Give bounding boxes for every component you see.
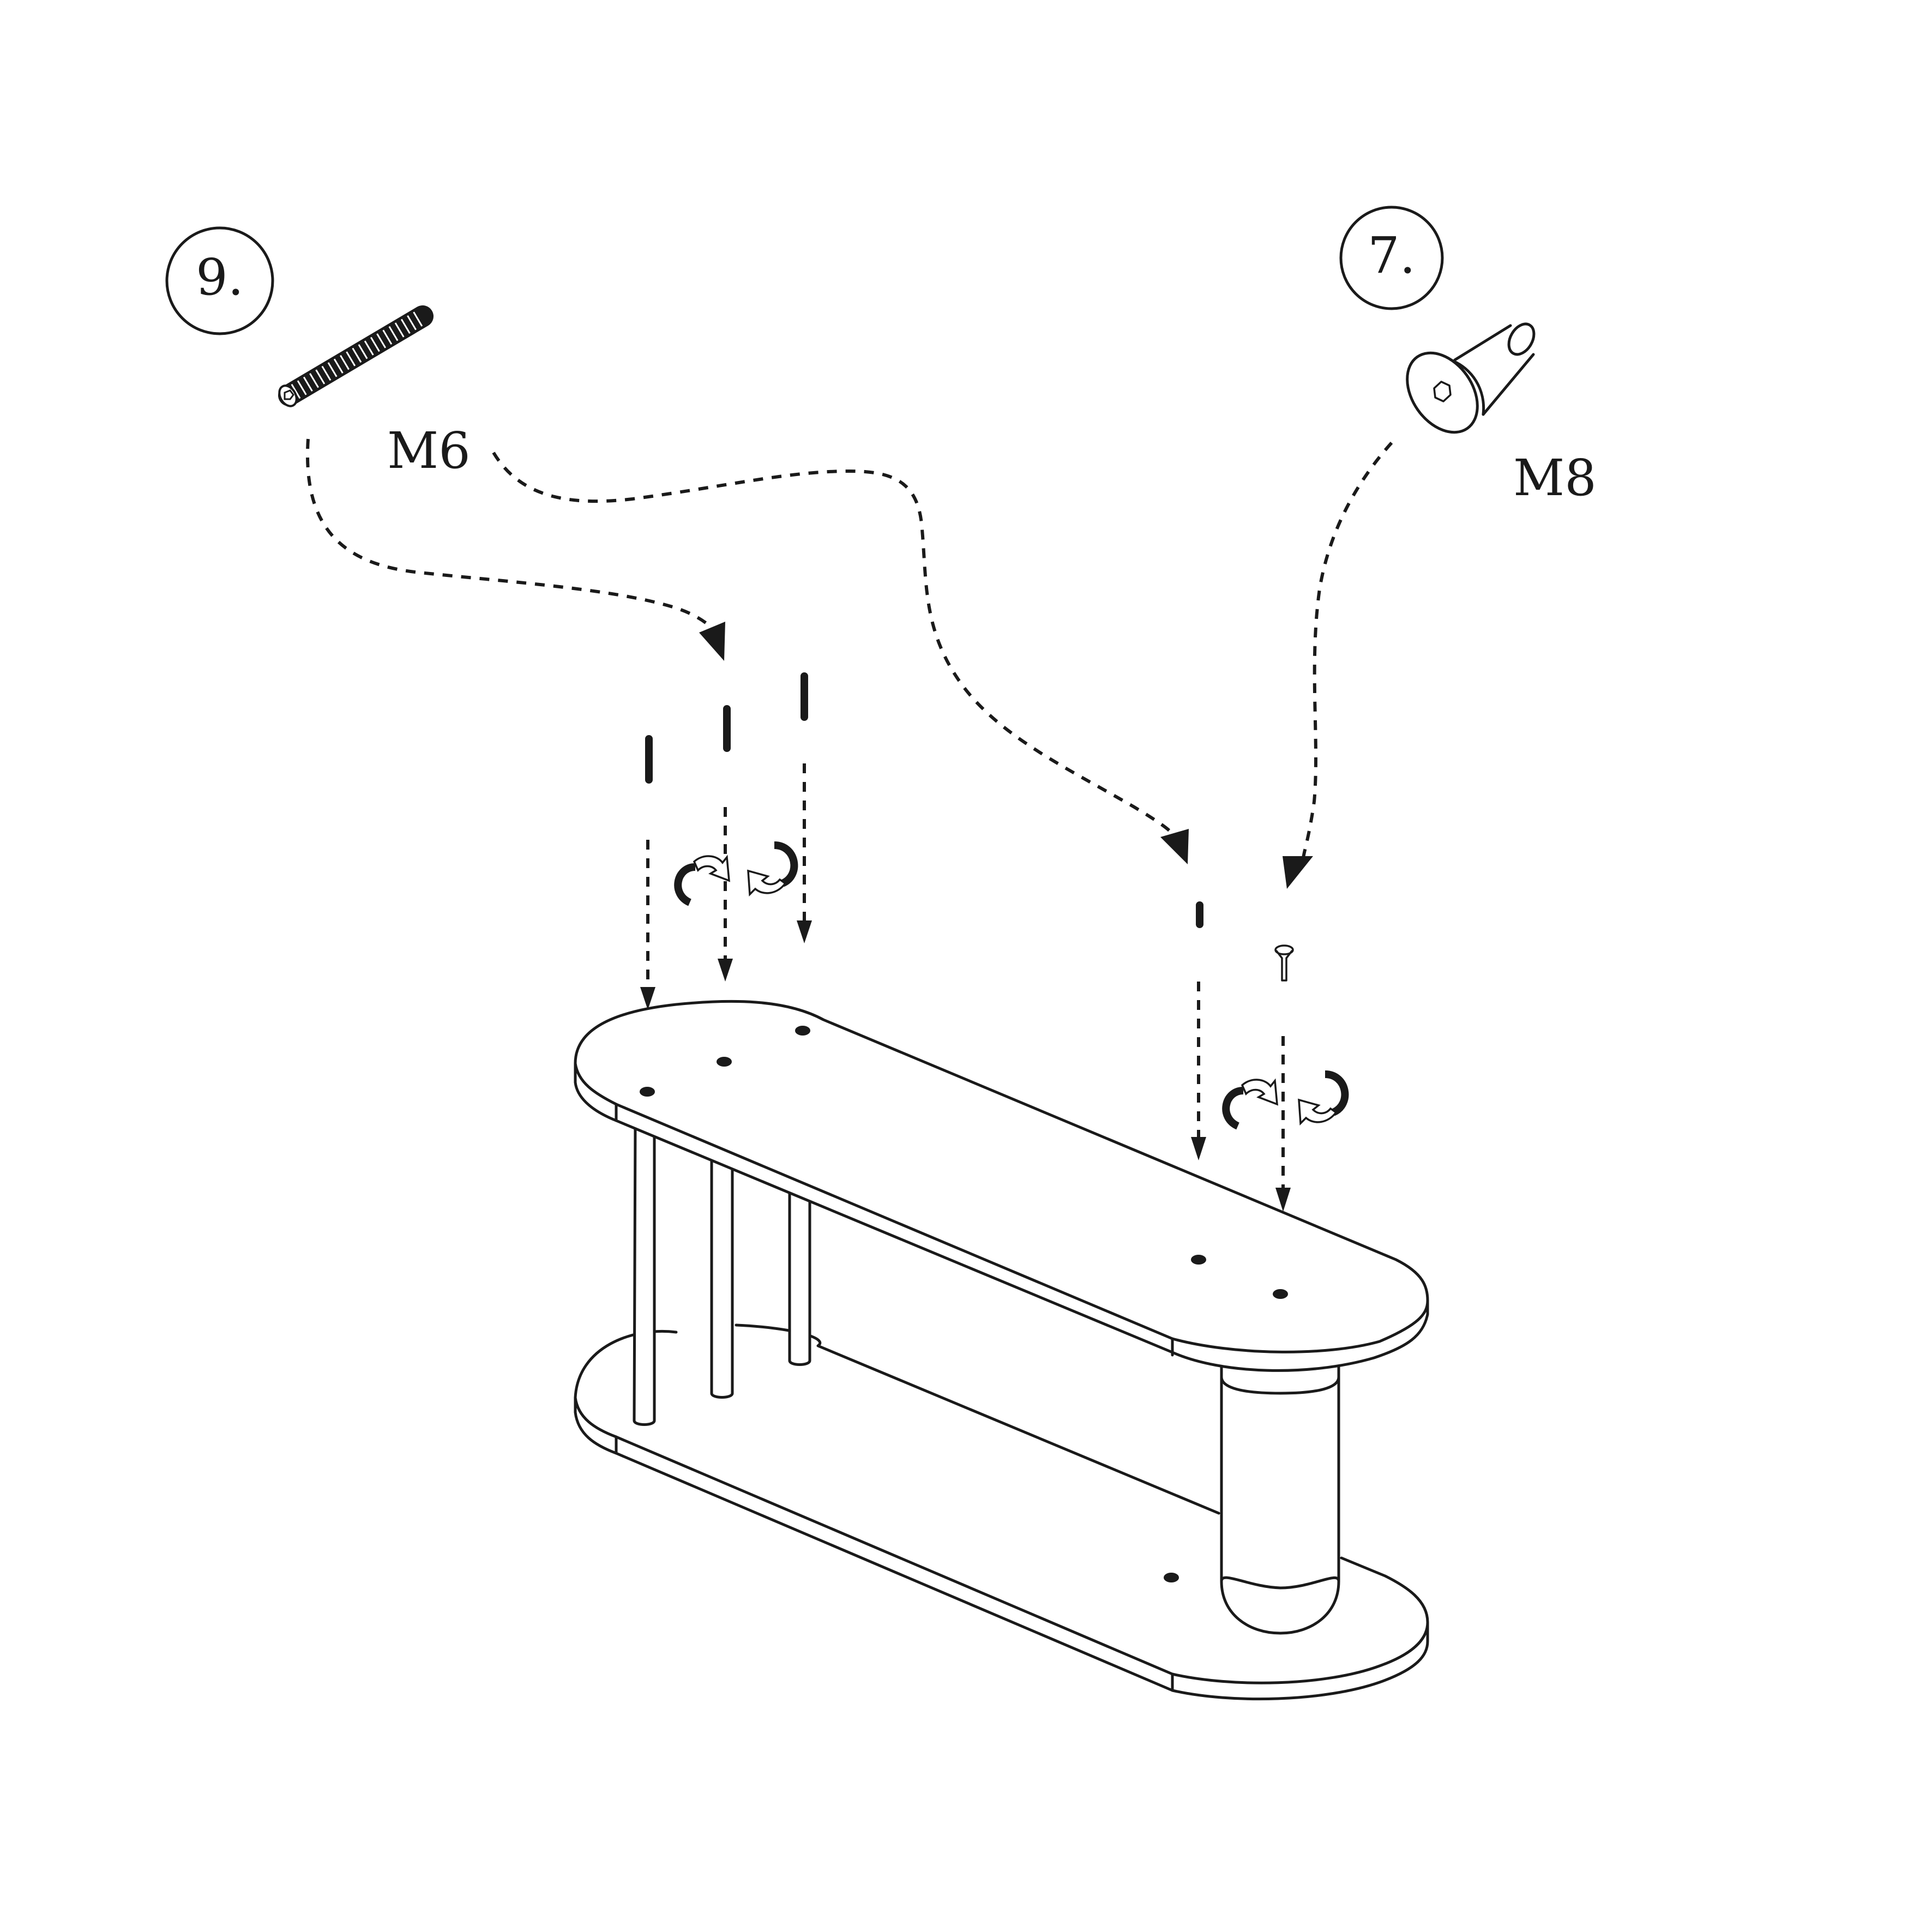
countersunk-screw-icon xyxy=(1406,322,1536,434)
m8-path xyxy=(1283,441,1393,889)
table-assembly xyxy=(574,1000,1429,1701)
rods xyxy=(633,1122,811,1426)
part-label-m8: M8 xyxy=(1513,449,1597,507)
m6-path-right xyxy=(492,452,1189,864)
column-cylinder xyxy=(1220,1362,1340,1635)
step-9-badge: 9. xyxy=(165,226,274,335)
rotate-counterclockwise-icon xyxy=(747,841,798,896)
part-label-m6: M6 xyxy=(387,422,471,480)
rotate-clockwise-icon xyxy=(674,854,731,906)
drop-arrow-2 xyxy=(718,807,733,982)
drop-arrow-3 xyxy=(797,763,812,943)
m6-path-left xyxy=(306,438,725,661)
step-7-number: 7. xyxy=(1368,226,1416,285)
arrow-down-icon xyxy=(1160,829,1189,864)
threaded-rod-icon xyxy=(278,305,434,407)
small-screw-icon xyxy=(1274,944,1294,982)
top-plate xyxy=(574,1000,1429,1372)
step-9-number: 9. xyxy=(196,248,244,306)
step-7-badge: 7. xyxy=(1339,206,1444,310)
arrow-down-icon xyxy=(1283,856,1313,889)
rotate-clockwise-icon xyxy=(1222,1078,1279,1130)
drop-arrow-5 xyxy=(1275,1036,1291,1212)
drop-arrow-4 xyxy=(1191,982,1206,1160)
drop-arrow-1 xyxy=(640,840,655,1010)
arrow-down-icon xyxy=(699,622,725,661)
rotate-counterclockwise-icon xyxy=(1298,1070,1349,1126)
